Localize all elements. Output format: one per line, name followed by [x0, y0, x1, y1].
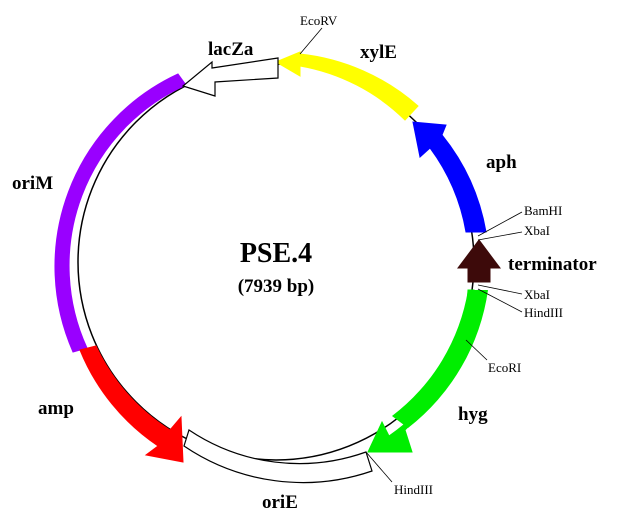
label-site-xbai-2: XbaI [524, 287, 550, 302]
plasmid-size: (7939 bp) [238, 276, 315, 297]
label-xylE: xylE [360, 42, 397, 63]
label-site-bamhi: BamHI [524, 203, 562, 218]
label-site-ecori: EcoRI [488, 360, 521, 375]
site-line-hindiii-1 [477, 288, 523, 313]
label-lacZa: lacZa [208, 39, 254, 60]
site-line-xbai-2 [477, 284, 523, 295]
label-site-xbai-1: XbaI [524, 223, 550, 238]
site-line-bamhi [477, 211, 523, 237]
feature-oriE [183, 429, 373, 484]
label-amp: amp [38, 398, 74, 419]
label-site-ecorv: EcoRV [300, 13, 338, 28]
label-site-hindiii-1: HindIII [524, 305, 563, 320]
label-hyg: hyg [458, 404, 488, 425]
label-oriM: oriM [12, 173, 53, 194]
feature-hyg-body [392, 290, 488, 428]
feature-aph [412, 121, 487, 233]
site-line-ecorv [299, 27, 323, 55]
feature-lacZa [181, 57, 279, 97]
feature-xylE [274, 51, 419, 121]
label-aph: aph [486, 152, 517, 173]
feature-amp [79, 345, 184, 463]
label-terminator: terminator [508, 254, 597, 275]
feature-terminator [457, 239, 501, 283]
label-site-hindiii-2: HindIII [394, 482, 433, 497]
site-line-ecori [465, 339, 488, 361]
site-line-xbai-1 [477, 231, 523, 241]
feature-oriM [54, 73, 187, 353]
label-oriE: oriE [262, 492, 298, 513]
plasmid-name: PSE.4 [240, 238, 312, 269]
site-line-hindiii-2 [365, 451, 393, 483]
